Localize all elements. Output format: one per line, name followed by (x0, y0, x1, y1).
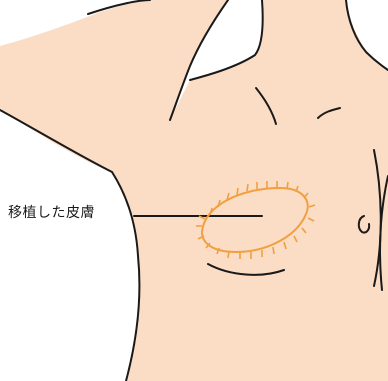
callout-label-skin-graft: 移植した皮膚 (8, 203, 95, 223)
